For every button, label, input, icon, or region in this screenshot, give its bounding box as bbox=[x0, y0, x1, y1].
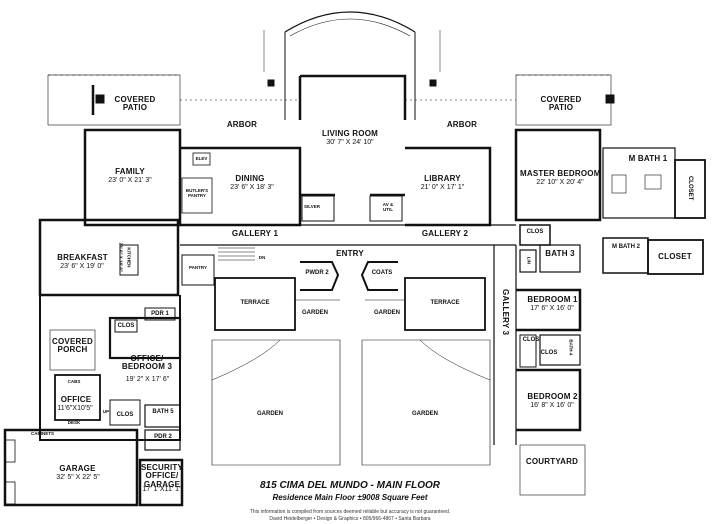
room-dim-office: 11'6"X10'5" bbox=[57, 405, 93, 412]
room-label-office-bedroom-3: OFFICE/ BEDROOM 3 bbox=[121, 354, 173, 372]
room-label-dn: DN bbox=[258, 255, 266, 260]
room-label-terrace-left: TERRACE bbox=[240, 300, 270, 306]
room-label-breakfast: BREAKFAST bbox=[57, 253, 108, 262]
room-dim-master-bedroom: 22' 10" X 20' 4" bbox=[536, 179, 584, 186]
room-label-security-office: SECURITY OFFICE/ GARAGE bbox=[140, 463, 184, 489]
room-dim-dining: 23' 6" X 18' 3" bbox=[230, 184, 274, 191]
room-label-desk: DESK bbox=[67, 420, 81, 425]
room-label-silver: SILVER bbox=[304, 204, 320, 209]
room-label-family: FAMILY bbox=[115, 167, 145, 176]
room-label-clos-2: CLOS bbox=[117, 323, 135, 329]
room-label-bath-5: BATH 5 bbox=[152, 409, 174, 415]
room-dim-bedroom-2: 16' 8" X 16' 0" bbox=[530, 402, 574, 409]
room-dim-family: 23' 0" X 21' 3" bbox=[108, 177, 152, 184]
room-label-garden-2: GARDEN bbox=[373, 310, 400, 316]
room-dim-breakfast: 23' 6" X 19' 0" bbox=[60, 263, 104, 270]
room-label-pantry: PANTRY bbox=[189, 265, 207, 270]
room-label-covered-patio-right: COVERED PATIO bbox=[540, 95, 582, 113]
room-label-coats: COATS bbox=[371, 270, 393, 276]
room-label-dining: DINING bbox=[235, 174, 265, 183]
room-label-av-util: AV & UTIL bbox=[382, 202, 394, 212]
plan-title: 815 CIMA DEL MUNDO - MAIN FLOOR bbox=[259, 480, 440, 491]
room-label-terrace-right: TERRACE bbox=[430, 300, 460, 306]
room-label-m-bath-2: M BATH 2 bbox=[612, 244, 640, 250]
room-dim-security-office: 17' 1"X11' 1" bbox=[142, 486, 182, 493]
room-label-covered-porch: COVERED PORCH bbox=[52, 337, 93, 355]
room-label-elev: ELEV bbox=[195, 156, 208, 161]
room-label-clos-5: CLOS bbox=[116, 412, 134, 418]
room-label-gallery-1: GALLERY 1 bbox=[231, 229, 279, 238]
room-label-entry: ENTRY bbox=[336, 249, 364, 258]
room-dim-office-bedroom-3: 19' 2" X 17' 6" bbox=[125, 376, 170, 383]
room-label-clos-4: CLOS bbox=[540, 350, 558, 356]
room-label-closet-vertical: CLOSET bbox=[687, 175, 694, 201]
room-label-garden-4: GARDEN bbox=[411, 411, 438, 417]
room-dim-bedroom-1: 17' 6" X 16' 0" bbox=[530, 305, 574, 312]
room-label-garage: GARAGE bbox=[59, 464, 96, 473]
room-label-covered-patio-left: COVERED PATIO bbox=[114, 95, 156, 113]
room-label-pdr-2: PDR 2 bbox=[154, 434, 172, 440]
plan-disclaimer: This information is compiled from source… bbox=[249, 509, 451, 515]
room-label-pdr-1: PDR 1 bbox=[151, 311, 169, 317]
room-label-library: LIBRARY bbox=[424, 174, 461, 183]
room-label-office: OFFICE bbox=[60, 395, 92, 404]
room-label-master-bedroom: MASTER BEDROOM bbox=[520, 169, 601, 178]
room-label-m-bath-1: M BATH 1 bbox=[628, 154, 668, 163]
room-label-living-room: LIVING ROOM bbox=[322, 129, 378, 138]
room-label-bath-3: BATH 3 bbox=[545, 249, 575, 258]
room-dim-library: 21' 0" X 17' 1" bbox=[420, 184, 465, 191]
room-label-cabs: CABS bbox=[67, 379, 81, 384]
room-label-bedroom-1: BEDROOM 1 bbox=[527, 295, 578, 304]
room-label-garden-1: GARDEN bbox=[301, 310, 328, 316]
room-label-clos-1: CLOS bbox=[526, 229, 544, 235]
room-dim-kitchen: 23' 6" X 16' 6" bbox=[118, 242, 124, 273]
room-label-arbor-right: ARBOR bbox=[446, 120, 478, 129]
plan-credit: David Heidelberger • Design & Graphics •… bbox=[269, 516, 431, 522]
room-label-courtyard: COURTYARD bbox=[525, 457, 579, 466]
room-dim-living-room: 30' 7" X 24' 10" bbox=[326, 139, 374, 146]
room-label-up: UP bbox=[102, 409, 110, 414]
plan-subtitle: Residence Main Floor ±9008 Square Feet bbox=[272, 493, 428, 502]
room-label-arbor-left: ARBOR bbox=[226, 120, 258, 129]
room-label-clos-3: CLOS bbox=[522, 337, 540, 343]
room-label-garden-3: GARDEN bbox=[256, 411, 283, 417]
room-label-gallery-3: GALLERY 3 bbox=[501, 289, 511, 336]
room-label-pwdr-2: PWDR 2 bbox=[305, 270, 329, 276]
room-label-lin: LIN bbox=[526, 256, 532, 264]
room-label-bedroom-2: BEDROOM 2 bbox=[527, 392, 578, 401]
room-label-kitchen: KITCHEN bbox=[126, 247, 132, 268]
room-label-butlers-pantry: BUTLER'S PANTRY bbox=[185, 188, 209, 198]
room-label-bath-4: BATH 4 bbox=[568, 339, 574, 356]
room-label-cabinets: CABINETS bbox=[30, 431, 54, 436]
room-label-gallery-2: GALLERY 2 bbox=[421, 229, 469, 238]
room-dim-garage: 32' 5" X 22' 5" bbox=[56, 474, 100, 481]
room-label-closet: CLOSET bbox=[658, 252, 692, 261]
